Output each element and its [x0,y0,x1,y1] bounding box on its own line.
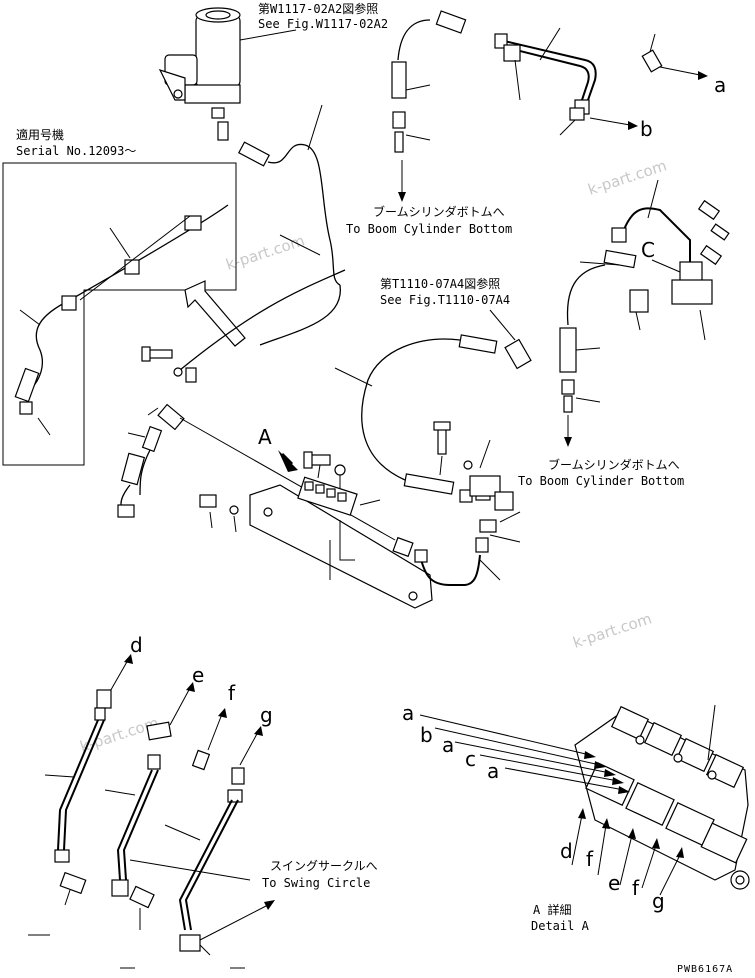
detail-letter-e: e [608,871,620,895]
letter-b-top: b [640,117,653,141]
detail-letter-b: b [420,723,433,747]
bracket-plate [199,484,433,609]
detail-letter-f2: f [632,876,640,900]
filter-assembly [158,7,241,141]
letter-e-top: e [192,663,204,687]
serial-jp: 適用号機 [16,127,64,142]
letter-d-top: d [130,633,143,657]
hose-left-upper [238,141,341,346]
valve-manifold [297,476,358,516]
detail-title-jp: A 詳細 [533,902,571,917]
direction-arrow [184,280,246,347]
detail-letter-f1: f [586,847,594,871]
detail-letter-a2: a [442,733,454,757]
boom-bottom-jp-2: ブームシリンダボトムへ [548,457,680,472]
drawing-number: PWB6167A [677,964,733,975]
view-letter-c: C [641,238,655,262]
letter-f-top: f [228,681,236,705]
swing-circle-en: To Swing Circle [262,876,370,890]
hose-top-right [391,10,597,153]
bolts-center [303,421,473,476]
detail-letter-d: d [560,839,573,863]
boom-bottom-jp-1: ブームシリンダボトムへ [373,204,505,219]
serial-en: Serial No.12093〜 [16,144,136,158]
ref-fig-t1110-en: See Fig.T1110-07A4 [380,293,510,307]
ref-fig-t1110-jp: 第T1110-07A4図参照 [380,276,500,291]
watermark: k-part.com [586,156,669,198]
letter-g-top: g [260,703,273,727]
boom-bottom-en-1: To Boom Cylinder Bottom [346,222,512,236]
detail-title-en: Detail A [531,919,590,933]
bolts-left [141,346,197,383]
hose-center [361,334,532,511]
ref-fig-w1117-jp: 第W1117-02A2図参照 [258,1,378,16]
detail-letter-a1: a [402,701,414,725]
ref-fig-w1117-en: See Fig.W1117-02A2 [258,17,388,31]
detail-letter-c: c [465,747,476,771]
pipe-lower-center [392,519,497,586]
letter-a-top: a [714,73,726,97]
swing-circle-jp: スイングサークルへ [270,859,378,873]
hose-left-lower [117,403,185,518]
view-letter-a: A [258,425,272,449]
watermark: k-part.com [571,609,654,651]
detail-letter-g: g [652,889,665,913]
view-c-assembly [559,199,730,413]
boom-bottom-en-2: To Boom Cylinder Bottom [518,474,684,488]
inset-hose [14,204,229,415]
detail-a-valve [574,705,750,890]
inset-box [2,162,237,466]
swing-pipes [54,689,245,952]
detail-letter-a3: a [487,759,499,783]
